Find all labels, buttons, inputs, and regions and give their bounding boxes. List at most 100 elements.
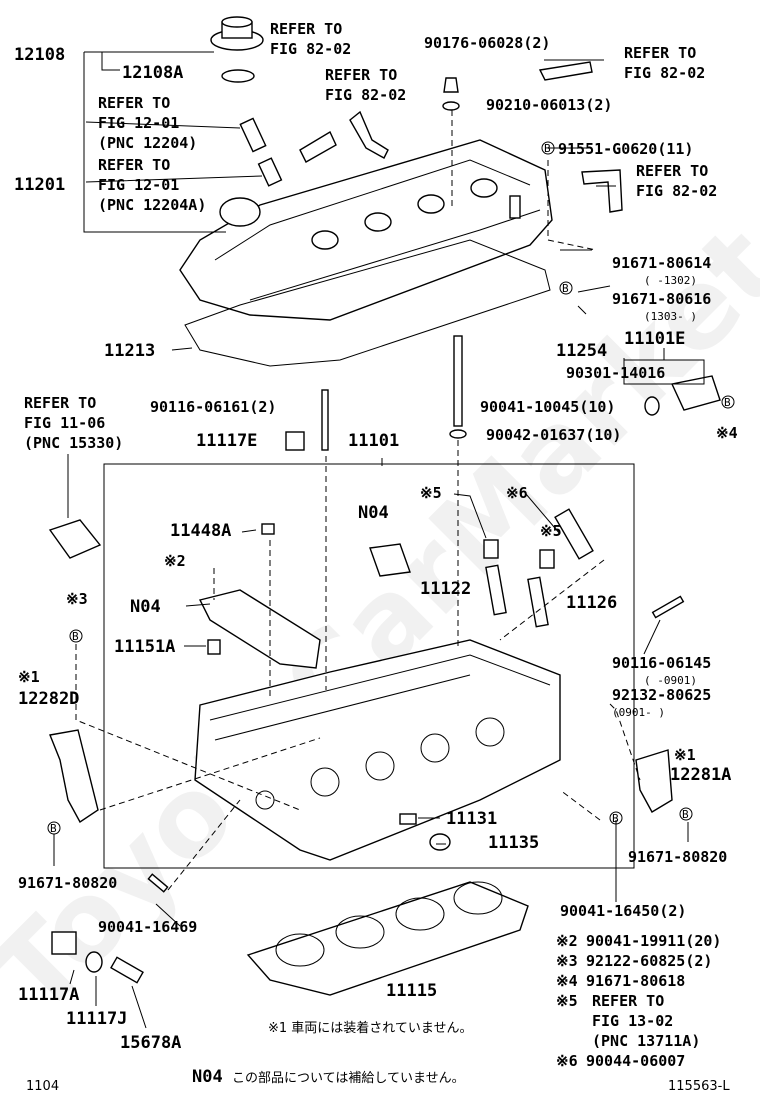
part-label: 15678A xyxy=(120,1033,181,1053)
part-label: 91671-80820 xyxy=(628,848,727,866)
part-label: 12108A xyxy=(122,63,183,83)
assembly-frame xyxy=(103,463,635,869)
footnote-text: REFER TO xyxy=(592,992,664,1010)
part-label: 11254 xyxy=(556,341,607,361)
footnote-text: 90044-06007 xyxy=(586,1052,685,1070)
part-label: 90301-14016 xyxy=(566,364,665,382)
plug-icon xyxy=(51,595,685,984)
reference-label: REFER TO xyxy=(270,20,342,38)
reference-label: FIG 12-01 xyxy=(98,176,179,194)
pcv-valve-icon xyxy=(239,117,283,187)
b-marker-icon: B B B B B B B xyxy=(47,141,735,835)
b-marker-label: B xyxy=(724,396,731,409)
part-label: 90041-16469 xyxy=(98,918,197,936)
part-label: 11448A xyxy=(170,521,231,541)
date-range-label: (1303- ) xyxy=(644,310,697,323)
n04-note: この部品については補給していません。 xyxy=(232,1071,465,1086)
part-label: 11151A xyxy=(114,637,175,657)
part-label: 12282D xyxy=(18,689,79,709)
footnote-text: (PNC 13711A) xyxy=(592,1032,700,1050)
oil-filler-cap-icon xyxy=(210,16,264,83)
reference-label: FIG 82-02 xyxy=(325,86,406,104)
reference-label: (PNC 12204) xyxy=(98,134,197,152)
reference-label: FIG 82-02 xyxy=(636,182,717,200)
n04-code: N04 xyxy=(192,1067,223,1087)
date-range-label: ( -0901) xyxy=(644,674,697,687)
part-label: 92132-80625 xyxy=(612,686,711,704)
reference-label: FIG 82-02 xyxy=(624,64,705,82)
part-label: 90041-10045(10) xyxy=(480,398,615,416)
part-label: 11126 xyxy=(566,593,617,613)
part-label: 90116-06161(2) xyxy=(150,398,276,416)
assembly-dashed-lines xyxy=(75,110,641,891)
part-label: 91671-80616 xyxy=(612,290,711,308)
stud-bolt-icon xyxy=(285,335,467,451)
part-label: 90176-06028(2) xyxy=(424,34,550,52)
reference-label: FIG 11-06 xyxy=(24,414,105,432)
head-gasket-icon xyxy=(246,881,529,996)
valve-guide-icon xyxy=(483,508,594,628)
date-range-label: (0901- ) xyxy=(612,706,665,719)
b-marker-label: B xyxy=(72,630,79,643)
bracket-icon xyxy=(299,61,623,213)
footnote-text: 92122-60825(2) xyxy=(586,952,712,970)
figure-id: 115563-L xyxy=(668,1079,730,1094)
part-label: 11201 xyxy=(14,175,65,195)
reference-label: REFER TO xyxy=(636,162,708,180)
footnote-list: ※2 90041-19911(20) ※3 92122-60825(2) ※4 … xyxy=(556,932,721,1070)
footnote-marker: ※1 xyxy=(18,668,40,686)
engine-hanger-icon xyxy=(49,729,673,824)
b-marker-label: B xyxy=(562,282,569,295)
reference-label: FIG 82-02 xyxy=(270,40,351,58)
bolt-icon xyxy=(442,77,460,111)
part-label: N04 xyxy=(358,503,389,523)
b-marker-label: B xyxy=(682,808,689,821)
footnote-mark: ※6 xyxy=(556,1052,578,1070)
cylinder-head-cover-icon xyxy=(179,139,553,321)
part-label: 90042-01637(10) xyxy=(486,426,621,444)
footnote-mark: ※3 xyxy=(556,952,578,970)
footnote-marker: ※1 xyxy=(674,746,696,764)
part-label: 90210-06013(2) xyxy=(486,96,612,114)
notes: ※1 車両には装着されていません。 N04 この部品については補給していません。… xyxy=(26,1020,730,1094)
part-label: 90041-16450(2) xyxy=(560,902,686,920)
head-cover-gasket-icon xyxy=(184,239,551,367)
bearing-cap-icon xyxy=(198,523,411,669)
footnote-mark: ※4 xyxy=(556,972,578,990)
reference-label: REFER TO xyxy=(624,44,696,62)
part-label: 11115 xyxy=(386,981,437,1001)
reference-label: REFER TO xyxy=(24,394,96,412)
footnote-marker: ※6 xyxy=(506,484,528,502)
reference-label: REFER TO xyxy=(325,66,397,84)
bottom-labels: 90041-16450(2) 90041-16469 11117A 11115 … xyxy=(18,902,686,1053)
part-label: 11213 xyxy=(104,341,155,361)
b-marker-label: B xyxy=(50,822,57,835)
part-label: 91551-G0620(11) xyxy=(558,140,693,158)
not-installed-note: ※1 車両には装着されていません。 xyxy=(268,1020,473,1036)
footnote-marker: ※4 xyxy=(716,424,738,442)
footnote-text: 90041-19911(20) xyxy=(586,932,721,950)
b-marker-label: B xyxy=(612,812,619,825)
part-label: 11131 xyxy=(446,809,497,829)
part-label: 11101 xyxy=(348,431,399,451)
footnote-marker: ※3 xyxy=(66,590,88,608)
b-marker-label: B xyxy=(544,142,551,155)
footnote-marker: ※5 xyxy=(420,484,442,502)
footnote-marker: ※5 xyxy=(540,522,562,540)
reference-label: FIG 12-01 xyxy=(98,114,179,132)
part-label: 11117E xyxy=(196,431,257,451)
footnote-text: FIG 13-02 xyxy=(592,1012,673,1030)
part-label: 91671-80820 xyxy=(18,874,117,892)
date-range-label: ( -1302) xyxy=(644,274,697,287)
oil-control-valve-icon xyxy=(48,519,102,559)
page-number: 1104 xyxy=(26,1079,59,1094)
part-label: 11101E xyxy=(624,329,685,349)
part-label: 11117A xyxy=(18,985,79,1005)
part-label: 12281A xyxy=(670,765,731,785)
footnote-mark: ※2 xyxy=(556,932,578,950)
header-labels: 12108 12108A REFER TO FIG 82-02 REFER TO… xyxy=(14,20,717,382)
part-label: 11122 xyxy=(420,579,471,599)
reference-label: REFER TO xyxy=(98,94,170,112)
part-label: 11135 xyxy=(488,833,539,853)
